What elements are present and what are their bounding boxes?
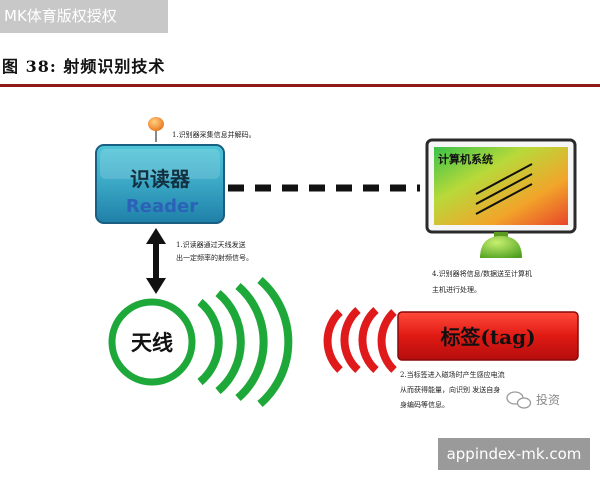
- watermark-top: MK体育版权授权: [0, 0, 168, 33]
- green-wave-3: [235, 282, 268, 402]
- red-wave-1: [323, 309, 343, 373]
- watermark-bottom: appindex-mk.com: [438, 438, 590, 470]
- wechat-label: 投资: [536, 392, 560, 407]
- reader-box: [95, 144, 225, 224]
- red-waves: [323, 307, 397, 373]
- note-tag-line1: 2.当标签进入磁场时产生感应电流: [400, 370, 505, 379]
- reader-light-icon: [148, 117, 164, 142]
- note-send-line1: 1.识读器通过天线发送: [176, 240, 246, 249]
- wechat-icon: [506, 391, 532, 409]
- double-arrow-icon: [146, 228, 166, 294]
- reader-label-cn: 识读器: [130, 167, 191, 191]
- note-send-line2: 出一定频率的射频信号。: [176, 253, 253, 262]
- title-rule: [0, 84, 600, 87]
- note-tag-line3: 身编码等信息。: [400, 400, 449, 409]
- green-wave-2: [215, 289, 245, 395]
- note-decode: 1.识别器采集信息并解码。: [172, 130, 256, 139]
- green-waves: [197, 276, 293, 408]
- antenna-circle: [108, 298, 196, 386]
- tag-label: 标签(tag): [440, 325, 535, 349]
- note-process-line2: 主机进行处理。: [432, 285, 481, 294]
- note-process-line1: 4.识别器将信息/数据送至计算机: [432, 269, 532, 278]
- green-wave-4: [257, 276, 293, 408]
- figure-title: 图 38: 射频识别技术: [2, 57, 166, 76]
- red-wave-4: [377, 309, 397, 373]
- tag-box: [397, 311, 579, 361]
- note-tag-line2: 从而获得能量，向识别 发送自身: [400, 385, 500, 394]
- green-wave-1: [197, 298, 223, 386]
- red-wave-3: [358, 307, 379, 373]
- computer-label: 计算机系统: [438, 152, 493, 166]
- computer-monitor-icon: [425, 138, 577, 258]
- reader-label-en: Reader: [126, 196, 198, 217]
- red-wave-2: [340, 307, 361, 373]
- antenna-label: 天线: [131, 330, 173, 355]
